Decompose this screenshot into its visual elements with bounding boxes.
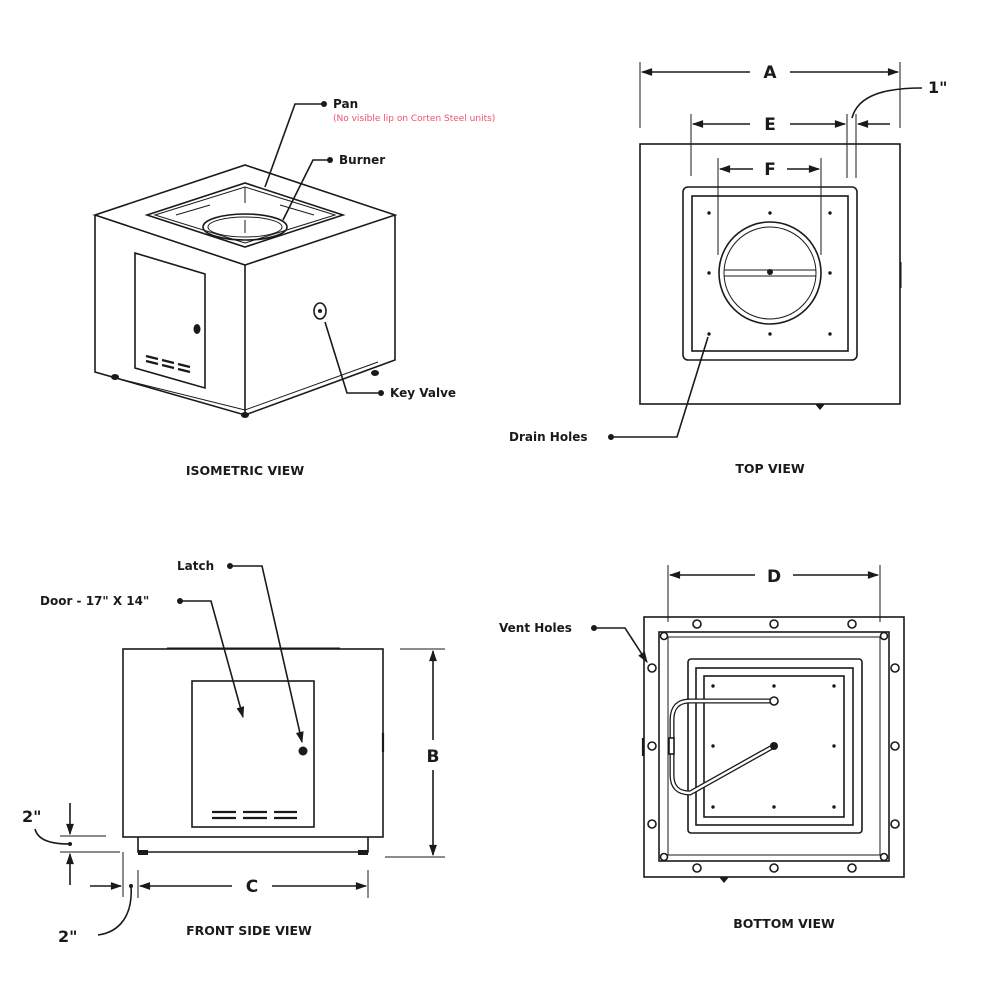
pan-leader-dot xyxy=(321,101,327,107)
drain-holes-leader-dot xyxy=(608,434,614,440)
bottom-view: D Vent Holes BOTTOM VIEW xyxy=(499,565,905,931)
burner-leader-dot xyxy=(327,157,333,163)
front-foot-left xyxy=(138,850,148,855)
iso-base-rim xyxy=(111,361,379,411)
front-latch xyxy=(298,746,308,756)
bottom-pipe-fitting xyxy=(668,737,675,755)
key-valve-leader-line xyxy=(324,321,378,394)
bottom-pan-mid xyxy=(695,667,854,826)
latch-label: Latch xyxy=(177,559,214,573)
dim-leg-height-dot xyxy=(68,842,72,846)
burner-leader-line xyxy=(282,159,328,221)
drain-holes-label: Drain Holes xyxy=(509,430,588,444)
iso-left-face xyxy=(94,215,246,417)
vent-holes-leader-line xyxy=(595,627,648,663)
top-view-title: TOP VIEW xyxy=(735,461,805,476)
top-bottom-tab xyxy=(815,404,825,410)
iso-door-vents xyxy=(145,354,191,374)
bottom-frame-outer xyxy=(658,631,890,862)
bottom-pipe-end xyxy=(769,696,779,706)
bottom-pan-inner xyxy=(703,675,845,818)
top-view: A E 1" F Drain Holes TOP VIEW xyxy=(509,62,947,476)
iso-key-valve-center xyxy=(318,309,322,313)
top-burner-outer xyxy=(718,221,822,325)
iso-door xyxy=(134,251,206,390)
dim-a-label: A xyxy=(763,63,777,83)
isometric-view-title: ISOMETRIC VIEW xyxy=(186,463,304,478)
bottom-drain-holes xyxy=(711,684,836,809)
front-side-view: B C 2" 2" Latch Door - 17" X 14" FRONT S… xyxy=(22,559,445,946)
burner-label: Burner xyxy=(339,153,385,167)
bottom-tab xyxy=(719,877,729,883)
bottom-frame-corners xyxy=(659,631,889,862)
dim-leg-height-label: 2" xyxy=(22,807,41,826)
iso-pan-inner xyxy=(175,187,315,216)
isometric-view: Pan (No visible lip on Corten Steel unit… xyxy=(92,97,495,478)
latch-leader-line xyxy=(231,565,304,744)
front-foot-right xyxy=(358,850,368,855)
iso-pan-lip xyxy=(153,186,337,244)
dim-d-label: D xyxy=(767,567,781,587)
vent-holes-leader-dot xyxy=(591,625,597,631)
iso-foot xyxy=(111,374,119,380)
key-valve-leader-dot xyxy=(378,390,384,396)
dim-f-label: F xyxy=(764,160,776,180)
vent-holes-label: Vent Holes xyxy=(499,621,572,635)
pan-note: (No visible lip on Corten Steel units) xyxy=(333,114,495,124)
iso-foot xyxy=(371,370,379,376)
pan-leader-line xyxy=(264,103,322,188)
dim-1in-label: 1" xyxy=(928,78,947,97)
bottom-pipe-burner-connection xyxy=(770,742,778,750)
top-burner-center xyxy=(767,269,773,275)
key-valve-label: Key Valve xyxy=(390,386,456,400)
iso-burner-ring xyxy=(202,213,288,241)
top-drain-holes xyxy=(707,211,832,336)
dim-b-label: B xyxy=(427,747,440,767)
top-pan-outer xyxy=(682,186,858,361)
door-leader-dot xyxy=(177,598,183,604)
bottom-vent-holes xyxy=(647,619,900,873)
dim-leg-height-leader xyxy=(34,828,71,845)
iso-foot xyxy=(241,412,249,418)
front-body xyxy=(122,648,384,838)
door-leader-line xyxy=(181,600,245,719)
top-pan-inner xyxy=(691,195,849,352)
bottom-frame-inner xyxy=(667,636,881,856)
dim-1in-leader xyxy=(851,87,923,119)
dim-leg-inset-leader xyxy=(97,885,132,936)
iso-latch xyxy=(193,324,201,334)
top-outer-body xyxy=(639,143,901,405)
front-side-view-title: FRONT SIDE VIEW xyxy=(186,923,312,938)
latch-leader-dot xyxy=(227,563,233,569)
drain-holes-leader-line xyxy=(613,336,709,438)
dim-c-label: C xyxy=(246,877,258,897)
iso-burner-ring-inner xyxy=(207,216,283,238)
front-door xyxy=(191,680,315,828)
bottom-view-title: BOTTOM VIEW xyxy=(733,916,835,931)
iso-pan-outer xyxy=(144,182,346,248)
iso-key-valve xyxy=(313,302,327,320)
pan-label: Pan xyxy=(333,97,358,111)
dim-e-label: E xyxy=(764,115,776,135)
dim-leg-inset-dot xyxy=(129,884,133,888)
bottom-pan-outer xyxy=(687,658,863,834)
front-door-vents xyxy=(212,810,297,820)
dim-leg-inset-label: 2" xyxy=(58,927,77,946)
front-base xyxy=(137,837,369,853)
iso-right-face xyxy=(244,215,396,416)
iso-top-face xyxy=(92,164,398,266)
top-burner-inner xyxy=(723,226,817,320)
door-label: Door - 17" X 14" xyxy=(40,594,149,608)
